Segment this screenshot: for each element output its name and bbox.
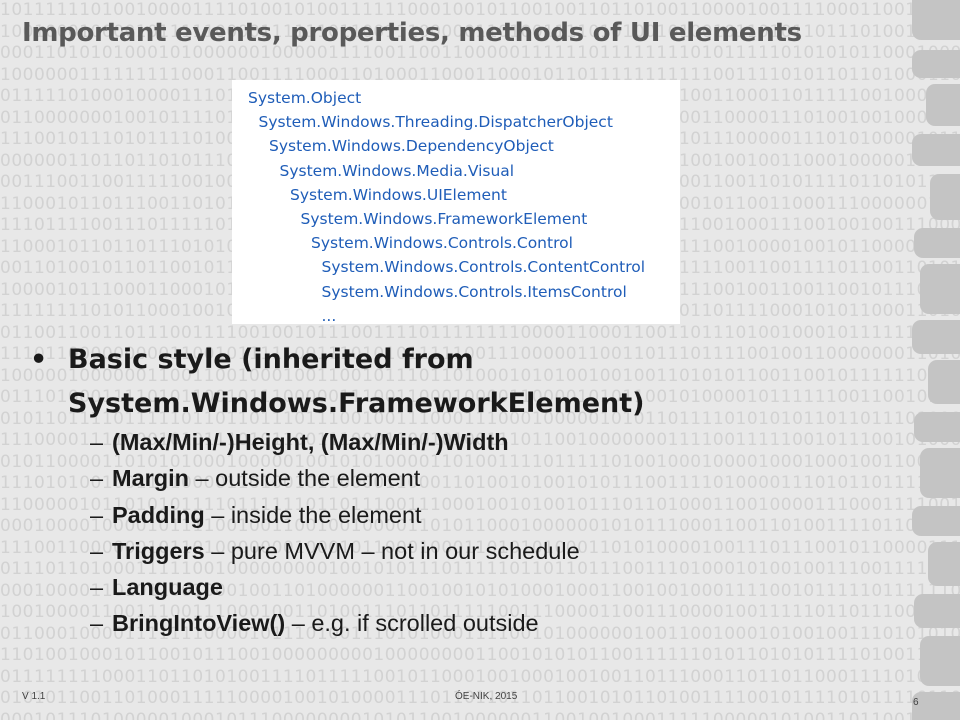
main-bullet-text: Basic style (inherited from System.Windo… xyxy=(68,344,645,419)
sub-bullet-term: Padding xyxy=(112,501,205,528)
decorative-block xyxy=(926,84,960,126)
sub-bullet-item: –Margin – outside the element xyxy=(90,460,930,496)
sub-bullet-item: –Triggers – pure MVVM – not in our sched… xyxy=(90,533,930,569)
sub-bullet-term: Language xyxy=(112,574,223,601)
decorative-block xyxy=(930,174,960,220)
hierarchy-item: System.Windows.Controls.ItemsControl xyxy=(321,282,627,301)
decorative-block xyxy=(920,264,960,314)
hierarchy-item: System.Windows.FrameworkElement xyxy=(300,209,588,228)
bullet-marker: • xyxy=(30,344,48,375)
sub-bullet-item: –Padding – inside the element xyxy=(90,497,930,533)
sub-bullet-description: – inside the element xyxy=(204,501,422,528)
dash-marker: – xyxy=(90,501,104,528)
decorative-block xyxy=(912,50,960,78)
sub-bullet-term: Margin xyxy=(112,465,190,492)
decorative-block xyxy=(912,506,960,536)
decorative-block xyxy=(920,448,960,498)
sub-bullet-term: Triggers xyxy=(112,537,205,564)
sub-bullet-term: BringIntoView() xyxy=(112,610,286,637)
footer-version: V 1.1 xyxy=(22,691,46,702)
decorative-block xyxy=(928,360,960,404)
hierarchy-item: System.Windows.Controls.Control xyxy=(311,234,573,253)
hierarchy-item: System.Windows.Threading.DispatcherObjec… xyxy=(258,113,613,132)
sub-bullet-description: – outside the element xyxy=(189,465,421,492)
hierarchy-item: System.Windows.DependencyObject xyxy=(269,137,554,156)
sub-bullet-item: –Language xyxy=(90,569,930,605)
decorative-blocks xyxy=(912,0,960,720)
slide-title: Important events, properties, methods of… xyxy=(22,18,802,48)
decorative-block xyxy=(912,692,960,720)
decorative-block xyxy=(914,228,960,258)
sub-bullet-term: (Max/Min/-)Height, (Max/Min/-)Width xyxy=(112,429,509,455)
dash-marker: – xyxy=(90,465,104,492)
hierarchy-item: ... xyxy=(321,306,337,325)
decorative-block xyxy=(912,0,960,40)
decorative-block xyxy=(914,412,960,442)
hierarchy-item: System.Windows.UIElement xyxy=(290,185,507,204)
decorative-block xyxy=(914,594,960,628)
footer-copyright: ÓE-NIK, 2015 xyxy=(455,691,518,702)
dash-marker: – xyxy=(90,574,104,601)
sub-bullet-item: –BringIntoView() – e.g. if scrolled outs… xyxy=(90,605,930,641)
footer-page-number: 6 xyxy=(913,697,919,708)
hierarchy-item: System.Windows.Controls.ContentControl xyxy=(321,258,646,277)
sub-bullet-description: – pure MVVM – not in our schedule xyxy=(204,537,580,564)
decorative-block xyxy=(920,636,960,686)
sub-bullet-description: – e.g. if scrolled outside xyxy=(285,610,539,637)
decorative-block xyxy=(912,320,960,354)
sub-bullet-list: –(Max/Min/-)Height, (Max/Min/-)Width–Mar… xyxy=(90,424,930,642)
dash-marker: – xyxy=(90,429,104,455)
dash-marker: – xyxy=(90,610,104,637)
hierarchy-item: System.Windows.Media.Visual xyxy=(279,161,515,180)
hierarchy-item: System.Object xyxy=(248,89,362,107)
dash-marker: – xyxy=(90,537,104,564)
decorative-block xyxy=(912,134,960,166)
decorative-block xyxy=(928,542,960,586)
sub-bullet-item: –(Max/Min/-)Height, (Max/Min/-)Width xyxy=(90,424,930,460)
